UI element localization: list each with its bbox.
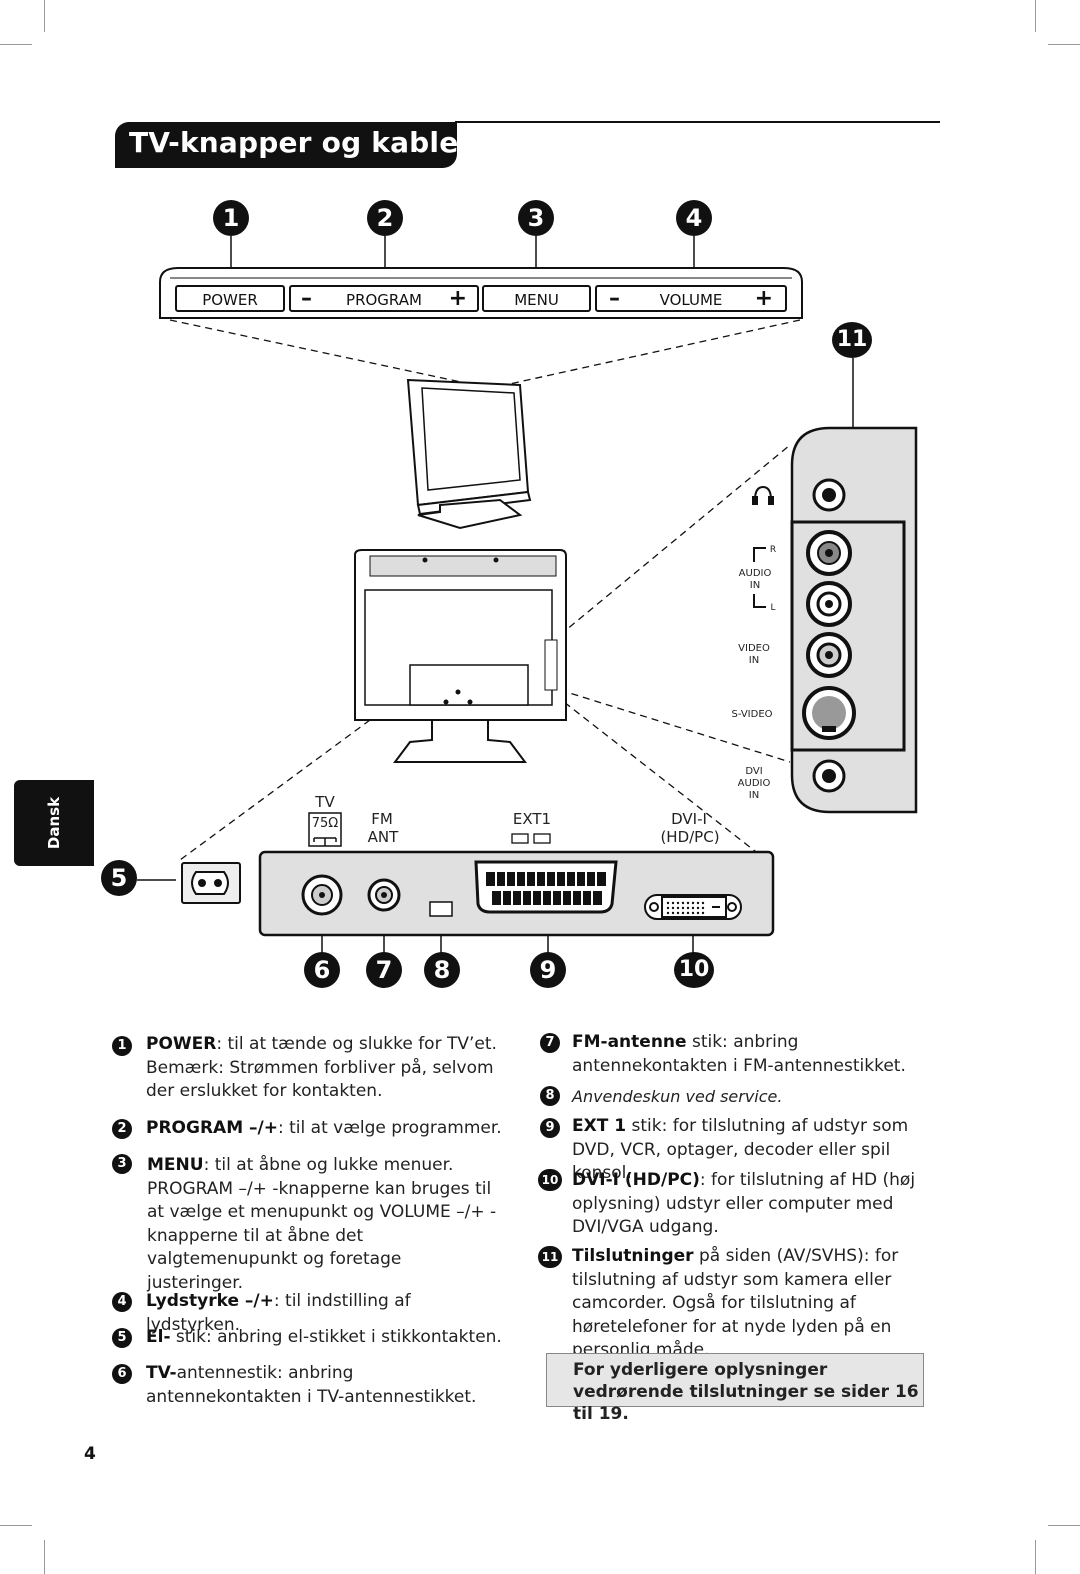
dvi-label: DVI-I (671, 810, 707, 828)
bullet-9: 9 (540, 1118, 560, 1138)
dvi-sub-label: (HD/PC) (660, 828, 720, 846)
language-tab[interactable]: Dansk (14, 780, 94, 866)
description-11: Tilslutninger på siden (AV/SVHS): for ti… (572, 1246, 899, 1360)
description-8: Anvendeskun ved service. (572, 1087, 783, 1106)
volume-minus-icon: – (609, 286, 620, 311)
bullet-2: 2 (112, 1119, 132, 1139)
description-5: El- stik: anbring el-stikket i stikkonta… (146, 1327, 502, 1347)
volume-plus-icon: + (754, 286, 773, 311)
callout-8: 8 (424, 952, 460, 988)
description-4: Lydstyrke –/+: til indstilling af lydsty… (146, 1291, 411, 1335)
callout-2: 2 (367, 200, 403, 236)
bullet-3: 3 (112, 1154, 132, 1174)
audio-r-label: R (769, 545, 777, 555)
page-title-banner: TV-knapper og kabler (115, 122, 472, 168)
callout-3: 3 (518, 200, 554, 236)
bullet-8: 8 (540, 1086, 560, 1106)
scart-arrows-icon (511, 833, 551, 844)
tv-label: TV (315, 793, 335, 811)
callout-9: 9 (530, 952, 566, 988)
ant-label: ANT (367, 828, 399, 846)
ext1-label: EXT1 (512, 810, 552, 828)
callout-5: 5 (101, 860, 137, 896)
program-minus-icon: – (301, 286, 312, 311)
description-10: DVI-I (HD/PC): for tilslutning af HD (hø… (572, 1170, 916, 1237)
callout-6: 6 (304, 952, 340, 988)
dvi-audio-label: DVI AUDIO IN (737, 766, 771, 801)
bullet-4: 4 (112, 1292, 132, 1312)
page-title: TV-knapper og kabler (129, 126, 473, 159)
audio-l-label: L (770, 603, 776, 613)
callout-1: 1 (213, 200, 249, 236)
bullet-5: 5 (112, 1328, 132, 1348)
tv-ohm-label: 75Ω (311, 816, 339, 831)
callout-4: 4 (676, 200, 712, 236)
volume-button[interactable]: – VOLUME + (595, 285, 787, 312)
callout-10: 10 (674, 952, 714, 988)
menu-button[interactable]: MENU (482, 285, 591, 312)
page-number: 4 (84, 1444, 96, 1464)
note-box: For yderligere oplysninger vedrørende ti… (546, 1353, 924, 1424)
bullet-7: 7 (540, 1033, 560, 1053)
power-button[interactable]: POWER (175, 285, 285, 312)
description-7: FM-antenne stik: anbring antennekontakte… (572, 1032, 906, 1076)
headphone-icon (752, 485, 774, 505)
fm-label: FM (371, 810, 393, 828)
bullet-11: 11 (538, 1246, 562, 1268)
description-1: POWER: til at tænde og slukke for TV’et.… (146, 1034, 497, 1101)
bullet-6: 6 (112, 1364, 132, 1384)
svideo-label: S-VIDEO (731, 709, 773, 720)
program-button[interactable]: – PROGRAM + (289, 285, 479, 312)
description-6: TV-antennestik: anbring antennekontakten… (146, 1363, 477, 1407)
bullet-1: 1 (112, 1036, 132, 1056)
description-9: EXT 1 stik: for tilslutning af udstyr so… (572, 1116, 909, 1183)
description-3: MENU: til at åbne og lukke menuer. PROGR… (147, 1155, 497, 1293)
video-in-label: VIDEO IN (738, 643, 770, 666)
program-plus-icon: + (448, 286, 467, 311)
callout-11: 11 (832, 322, 872, 358)
audio-in-label: AUDIO IN (738, 568, 772, 591)
note-text: For yderligere oplysninger vedrørende ti… (573, 1360, 919, 1424)
callout-7: 7 (366, 952, 402, 988)
description-2: PROGRAM –/+: til at vælge programmer. (146, 1118, 502, 1138)
bullet-10: 10 (538, 1169, 562, 1191)
title-rule (455, 121, 940, 123)
